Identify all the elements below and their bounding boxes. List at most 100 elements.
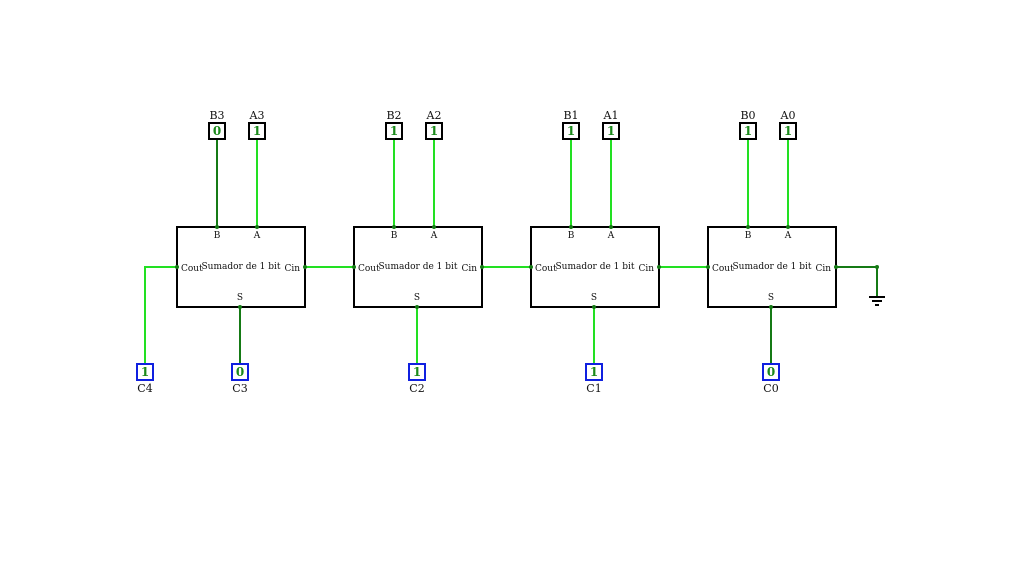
ground-icon [869, 296, 885, 306]
input-value: 1 [607, 124, 615, 138]
ground-wire [836, 266, 878, 296]
input-a-2[interactable]: 1A1 [602, 109, 620, 140]
pin-cin-label: Cin [284, 264, 300, 274]
pin-b-label: B [568, 231, 575, 241]
pin-dot [215, 225, 219, 229]
adder-block[interactable] [353, 226, 483, 308]
output-label: C1 [586, 382, 601, 395]
input-b-2[interactable]: 1B1 [562, 109, 580, 140]
output-label: C4 [137, 382, 152, 395]
input-value: 1 [567, 124, 575, 138]
pin-a-label: A [607, 231, 615, 241]
junction-dot [875, 265, 879, 269]
pin-dot [609, 225, 613, 229]
input-label: A0 [780, 109, 796, 122]
extras-layer: 1C4 [136, 265, 885, 395]
pin-s-label: S [768, 293, 774, 303]
pin-dot [303, 265, 307, 269]
output-box [231, 363, 249, 381]
output-c4: 1C4 [136, 363, 154, 395]
pin-b-label: B [391, 231, 398, 241]
pin-a-label: A [253, 231, 261, 241]
input-value: 1 [253, 124, 261, 138]
input-label: A2 [426, 109, 442, 122]
input-a-0[interactable]: 1A3 [248, 109, 266, 140]
pin-dot [255, 225, 259, 229]
pin-cin-label: Cin [815, 264, 831, 274]
input-box[interactable] [602, 122, 620, 140]
output-s-1: 1C2 [408, 363, 426, 395]
adder-title: Sumador de 1 bit [733, 262, 812, 272]
adder-title: Sumador de 1 bit [379, 262, 458, 272]
input-label: A1 [603, 109, 619, 122]
pin-dot [529, 265, 533, 269]
input-box[interactable] [208, 122, 226, 140]
input-box[interactable] [425, 122, 443, 140]
input-b-0[interactable]: 0B3 [208, 109, 226, 140]
output-label: C3 [232, 382, 247, 395]
pin-b-label: B [745, 231, 752, 241]
pin-dot [352, 265, 356, 269]
pin-dot [415, 305, 419, 309]
input-label: B3 [209, 109, 224, 122]
input-box[interactable] [385, 122, 403, 140]
output-value: 0 [236, 365, 244, 379]
input-box[interactable] [779, 122, 797, 140]
output-box [585, 363, 603, 381]
output-s-3: 0C0 [762, 363, 780, 395]
input-label: A3 [249, 109, 265, 122]
pin-dot [569, 225, 573, 229]
output-label: C0 [763, 382, 778, 395]
input-b-1[interactable]: 1B2 [385, 109, 403, 140]
pin-dot [175, 265, 179, 269]
input-b-3[interactable]: 1B0 [739, 109, 757, 140]
adder-block[interactable] [530, 226, 660, 308]
pin-dot [592, 305, 596, 309]
pin-dot [834, 265, 838, 269]
pin-dot [657, 265, 661, 269]
pin-dot [769, 305, 773, 309]
output-value: 1 [590, 365, 598, 379]
pin-dot [786, 225, 790, 229]
pin-dot [706, 265, 710, 269]
input-value: 1 [784, 124, 792, 138]
adder-title: Sumador de 1 bit [556, 262, 635, 272]
pin-cout-label: Cout [712, 264, 734, 274]
output-box [762, 363, 780, 381]
input-label: B1 [563, 109, 578, 122]
input-a-1[interactable]: 1A2 [425, 109, 443, 140]
input-value: 0 [213, 124, 221, 138]
output-s-0: 0C3 [231, 363, 249, 395]
input-value: 1 [390, 124, 398, 138]
output-box [408, 363, 426, 381]
output-value: 0 [767, 365, 775, 379]
input-label: B2 [386, 109, 401, 122]
output-s-2: 1C1 [585, 363, 603, 395]
pin-dot [480, 265, 484, 269]
input-a-3[interactable]: 1A0 [779, 109, 797, 140]
input-box[interactable] [739, 122, 757, 140]
output-label: C2 [409, 382, 424, 395]
input-value: 1 [744, 124, 752, 138]
pin-cout-label: Cout [535, 264, 557, 274]
pin-dot [392, 225, 396, 229]
pin-cin-label: Cin [461, 264, 477, 274]
input-label: B0 [740, 109, 755, 122]
pin-s-label: S [591, 293, 597, 303]
pin-a-label: A [784, 231, 792, 241]
pin-dot [238, 305, 242, 309]
adder-title: Sumador de 1 bit [202, 262, 281, 272]
pin-cin-label: Cin [638, 264, 654, 274]
input-box[interactable] [248, 122, 266, 140]
pin-cout-label: Cout [181, 264, 203, 274]
input-box[interactable] [562, 122, 580, 140]
carry-out-wire [144, 266, 177, 364]
pin-s-label: S [237, 293, 243, 303]
output-value: 1 [141, 365, 149, 379]
